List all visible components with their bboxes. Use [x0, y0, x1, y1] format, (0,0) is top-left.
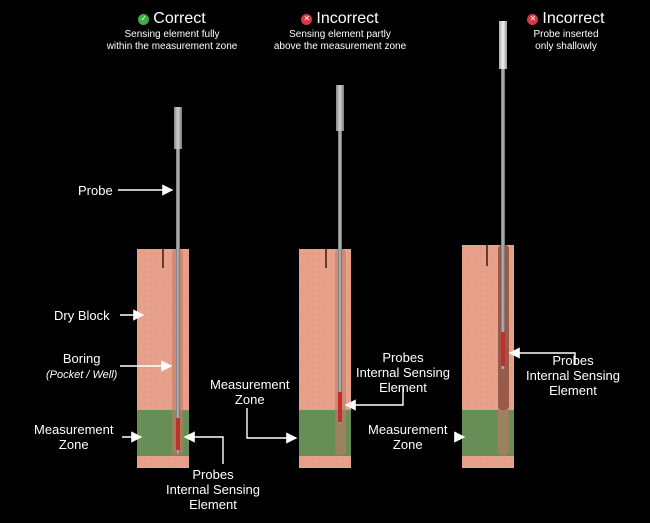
header-title: Correct	[153, 10, 206, 27]
label-boring: Boring(Pocket / Well)	[46, 351, 118, 381]
probe-2	[336, 85, 344, 423]
arrow-sensing-1	[183, 431, 224, 464]
dry-block-1	[137, 249, 189, 468]
header-title: Incorrect	[316, 10, 379, 27]
sensing-element-1	[176, 418, 180, 450]
probe-3	[499, 21, 507, 369]
header-title: Incorrect	[542, 10, 605, 27]
probe-1	[174, 107, 182, 453]
x-icon: ✕	[301, 13, 313, 25]
sensing-element-2	[338, 392, 342, 422]
x-icon: ✕	[527, 13, 539, 25]
dry-block-2	[299, 249, 351, 468]
arrow-sensing-2	[344, 387, 404, 411]
check-icon: ✓	[138, 13, 150, 25]
arrow-measurement-zone-2	[246, 408, 298, 444]
annotation-arrows	[118, 184, 576, 464]
label-dry-block: Dry Block	[54, 308, 110, 323]
label-probe: Probe	[78, 183, 113, 198]
dry-block-3	[462, 245, 514, 468]
sensing-element-3	[501, 332, 505, 366]
arrow-sensing-3	[508, 347, 576, 365]
